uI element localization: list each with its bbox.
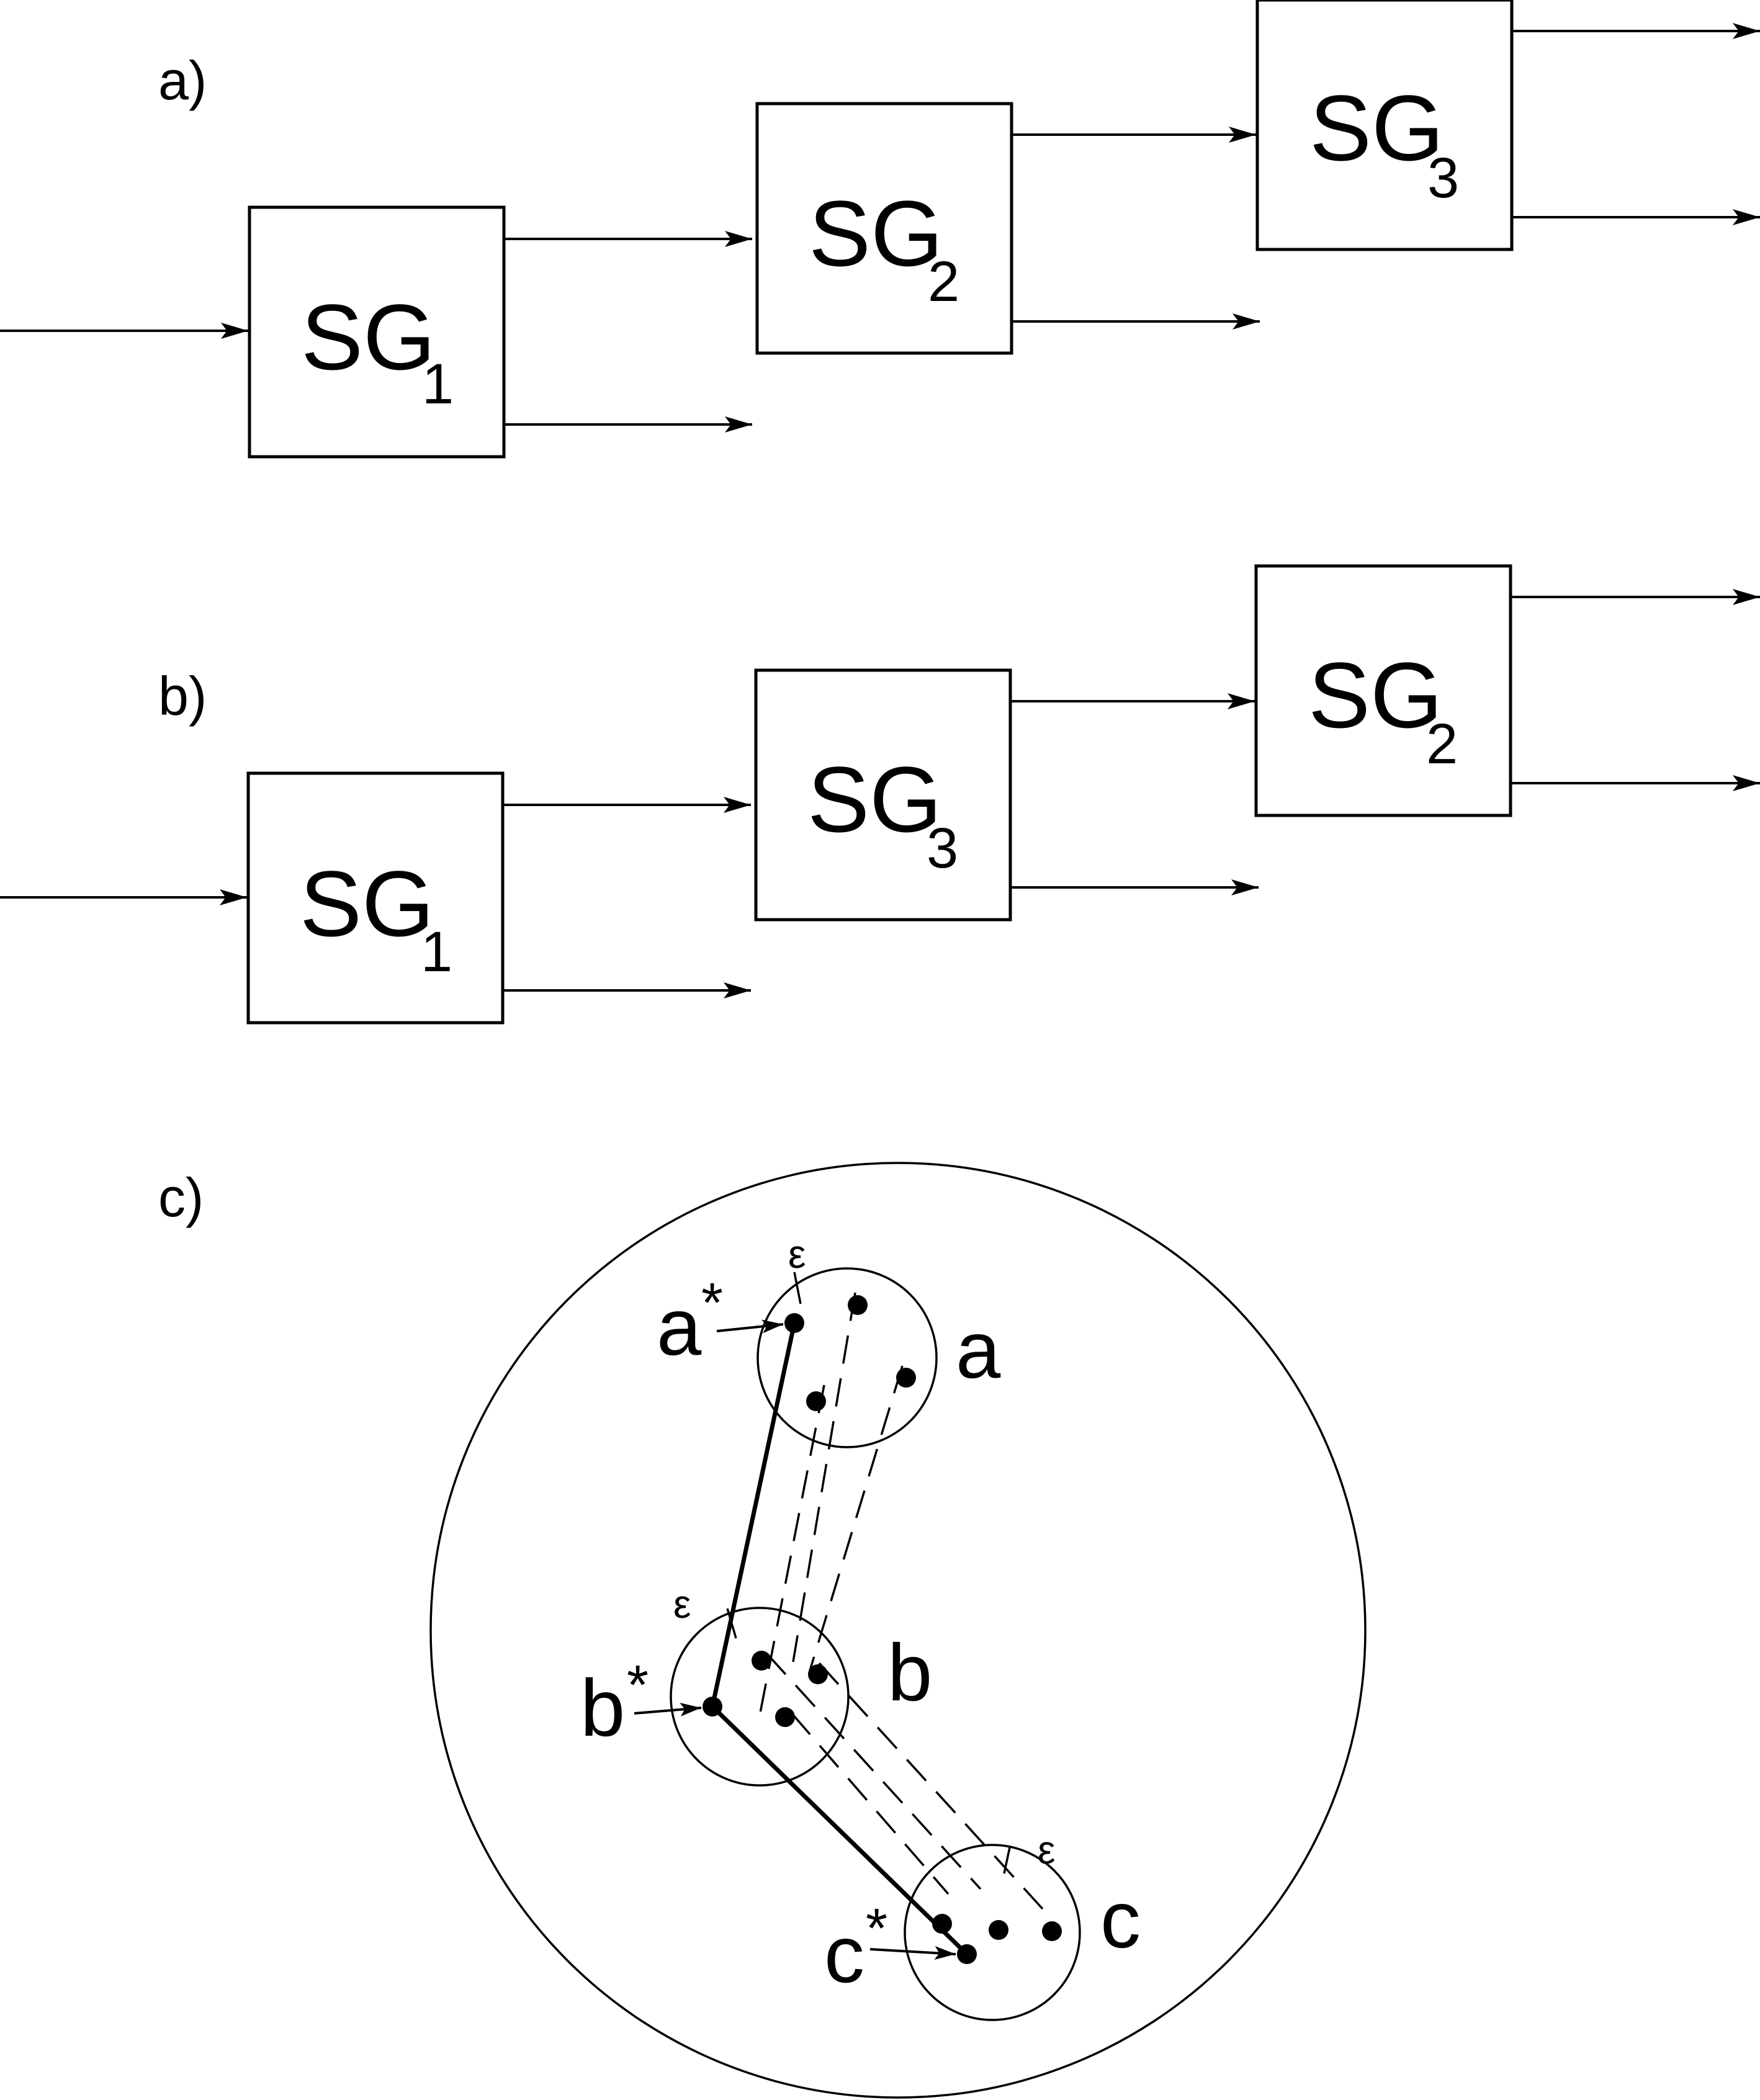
panel-c-label: c) [158, 1167, 204, 1228]
block-subscript: 1 [421, 920, 452, 984]
block-box [246, 771, 505, 1025]
b-star-superscript: * [627, 1654, 649, 1716]
block-label: SG [300, 851, 434, 956]
dashed-path [765, 1652, 982, 1890]
dashed-paths-b-to-c [765, 1652, 1044, 1910]
pointer-arrow-c-star [869, 1946, 956, 1960]
data-point [932, 1914, 952, 1934]
block-subscript: 2 [1426, 712, 1458, 776]
block-box [248, 205, 506, 459]
block-label: SG [809, 181, 943, 285]
cluster-b-label: b [887, 1627, 932, 1718]
epsilon-label-b: ε [673, 1582, 691, 1627]
cluster-c-label: c [1100, 1874, 1141, 1965]
panel-a-block-3: SG 3 [1255, 0, 1514, 251]
outer-space-circle [429, 1162, 1367, 2099]
panel-a-block-2: SG 2 [755, 102, 1013, 355]
block-box [755, 102, 1013, 355]
dashed-path [809, 1365, 904, 1671]
block-label: SG [807, 747, 942, 851]
c-star-superscript: * [866, 1898, 887, 1960]
cluster-a-circle [757, 1267, 938, 1448]
epsilon-tick-a [793, 1272, 802, 1304]
data-point [1042, 1921, 1062, 1941]
a-star-superscript: * [701, 1272, 723, 1334]
cluster-c-circle [904, 1844, 1081, 2021]
block-box [1255, 0, 1514, 251]
block-label: SG [1309, 76, 1444, 180]
point-b-star [703, 1697, 722, 1716]
block-label: SG [301, 285, 436, 389]
panel-b-block-1: SG 1 [246, 771, 505, 1025]
block-subscript: 3 [1427, 146, 1459, 210]
epsilon-label-c: ε [1038, 1828, 1056, 1872]
point-a-star [784, 1313, 804, 1333]
cluster-a-points [784, 1295, 916, 1411]
cluster-b-points [703, 1651, 828, 1727]
data-point [808, 1664, 828, 1684]
b-star-label: b [580, 1662, 625, 1753]
panel-b: b) SG 1 SG 3 SG 2 [0, 564, 1760, 1025]
pointer-arrow-a-star [716, 1319, 784, 1334]
a-star-label: a [657, 1281, 702, 1372]
data-point [989, 1920, 1008, 1940]
dashed-paths-a-to-b [759, 1292, 904, 1713]
data-point [848, 1295, 868, 1315]
pointer-arrow-b-star [634, 1702, 702, 1716]
block-label: SG [1308, 643, 1443, 747]
block-subscript: 2 [928, 250, 959, 313]
panel-a: a) SG 1 SG 2 SG 3 [0, 0, 1760, 459]
data-point [896, 1368, 916, 1388]
dashed-path [818, 1662, 1044, 1910]
block-box [1254, 564, 1512, 817]
cluster-c-points [932, 1914, 1062, 1964]
dashed-path [792, 1292, 856, 1662]
c-star-label: c [824, 1909, 864, 1999]
panel-b-block-3: SG 2 [1254, 564, 1512, 817]
block-box [754, 668, 1012, 922]
dashed-path [790, 1712, 950, 1895]
panel-c: c) [158, 1162, 1367, 2099]
data-point [775, 1707, 795, 1727]
panel-a-block-1: SG 1 [248, 205, 506, 459]
panel-b-block-2: SG 3 [754, 668, 1012, 922]
data-point [752, 1651, 771, 1671]
block-subscript: 1 [422, 352, 454, 416]
data-point [806, 1391, 826, 1411]
point-c-star [957, 1944, 977, 1964]
cluster-a-label: a [956, 1304, 1001, 1395]
block-subscript: 3 [927, 817, 958, 880]
panel-b-label: b) [158, 665, 207, 727]
panel-a-label: a) [158, 50, 207, 111]
epsilon-label-a: ε [788, 1232, 806, 1277]
